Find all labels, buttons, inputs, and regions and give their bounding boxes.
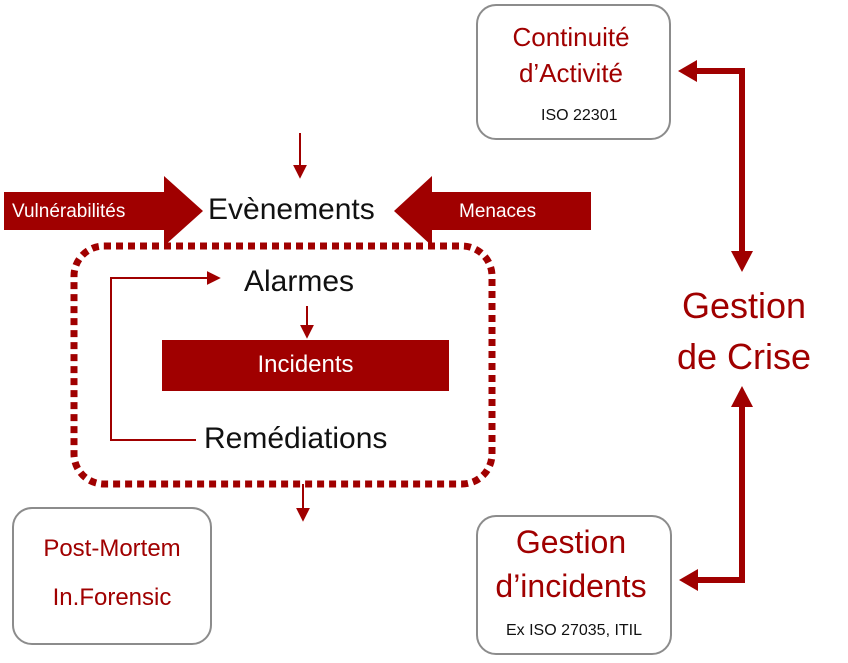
- gestion-incidents-line2: d’incidents: [495, 568, 647, 604]
- vulnerabilites-label: Vulnérabilités: [12, 201, 126, 222]
- incident-loop-dotted-box: [70, 242, 496, 488]
- incidents-bar: [162, 340, 449, 391]
- evenements-label: Evènements: [208, 193, 375, 226]
- vulnerabilites-big-arrow: [4, 176, 203, 246]
- post-mortem-box: [12, 507, 212, 645]
- incidents-label: Incidents: [257, 351, 354, 378]
- continuite-crise-connector: [678, 60, 753, 272]
- post-mortem-line1: Post-Mortem: [43, 535, 181, 562]
- continuite-activite-box: [476, 4, 671, 140]
- post-mortem-line2: In.Forensic: [52, 584, 172, 611]
- incidents-crise-connector: [679, 386, 753, 591]
- gestion-crise-line2: de Crise: [676, 336, 812, 377]
- continuite-standard: ISO 22301: [541, 107, 618, 124]
- gestion-crise-line1: Gestion: [681, 285, 807, 326]
- gestion-incidents-standard: Ex ISO 27035, ITIL: [505, 622, 643, 639]
- continuite-line1: Continuité: [512, 22, 630, 52]
- gestion-incidents-line1: Gestion: [515, 524, 627, 560]
- menaces-big-arrow: [394, 176, 591, 246]
- continuite-line2: d’Activité: [518, 58, 624, 88]
- menaces-label: Menaces: [459, 201, 537, 222]
- remediations-label: Remédiations: [204, 422, 388, 455]
- gestion-incidents-box: [476, 515, 672, 655]
- alarmes-label: Alarmes: [244, 265, 355, 298]
- remediations-feedback-loop: [110, 271, 221, 441]
